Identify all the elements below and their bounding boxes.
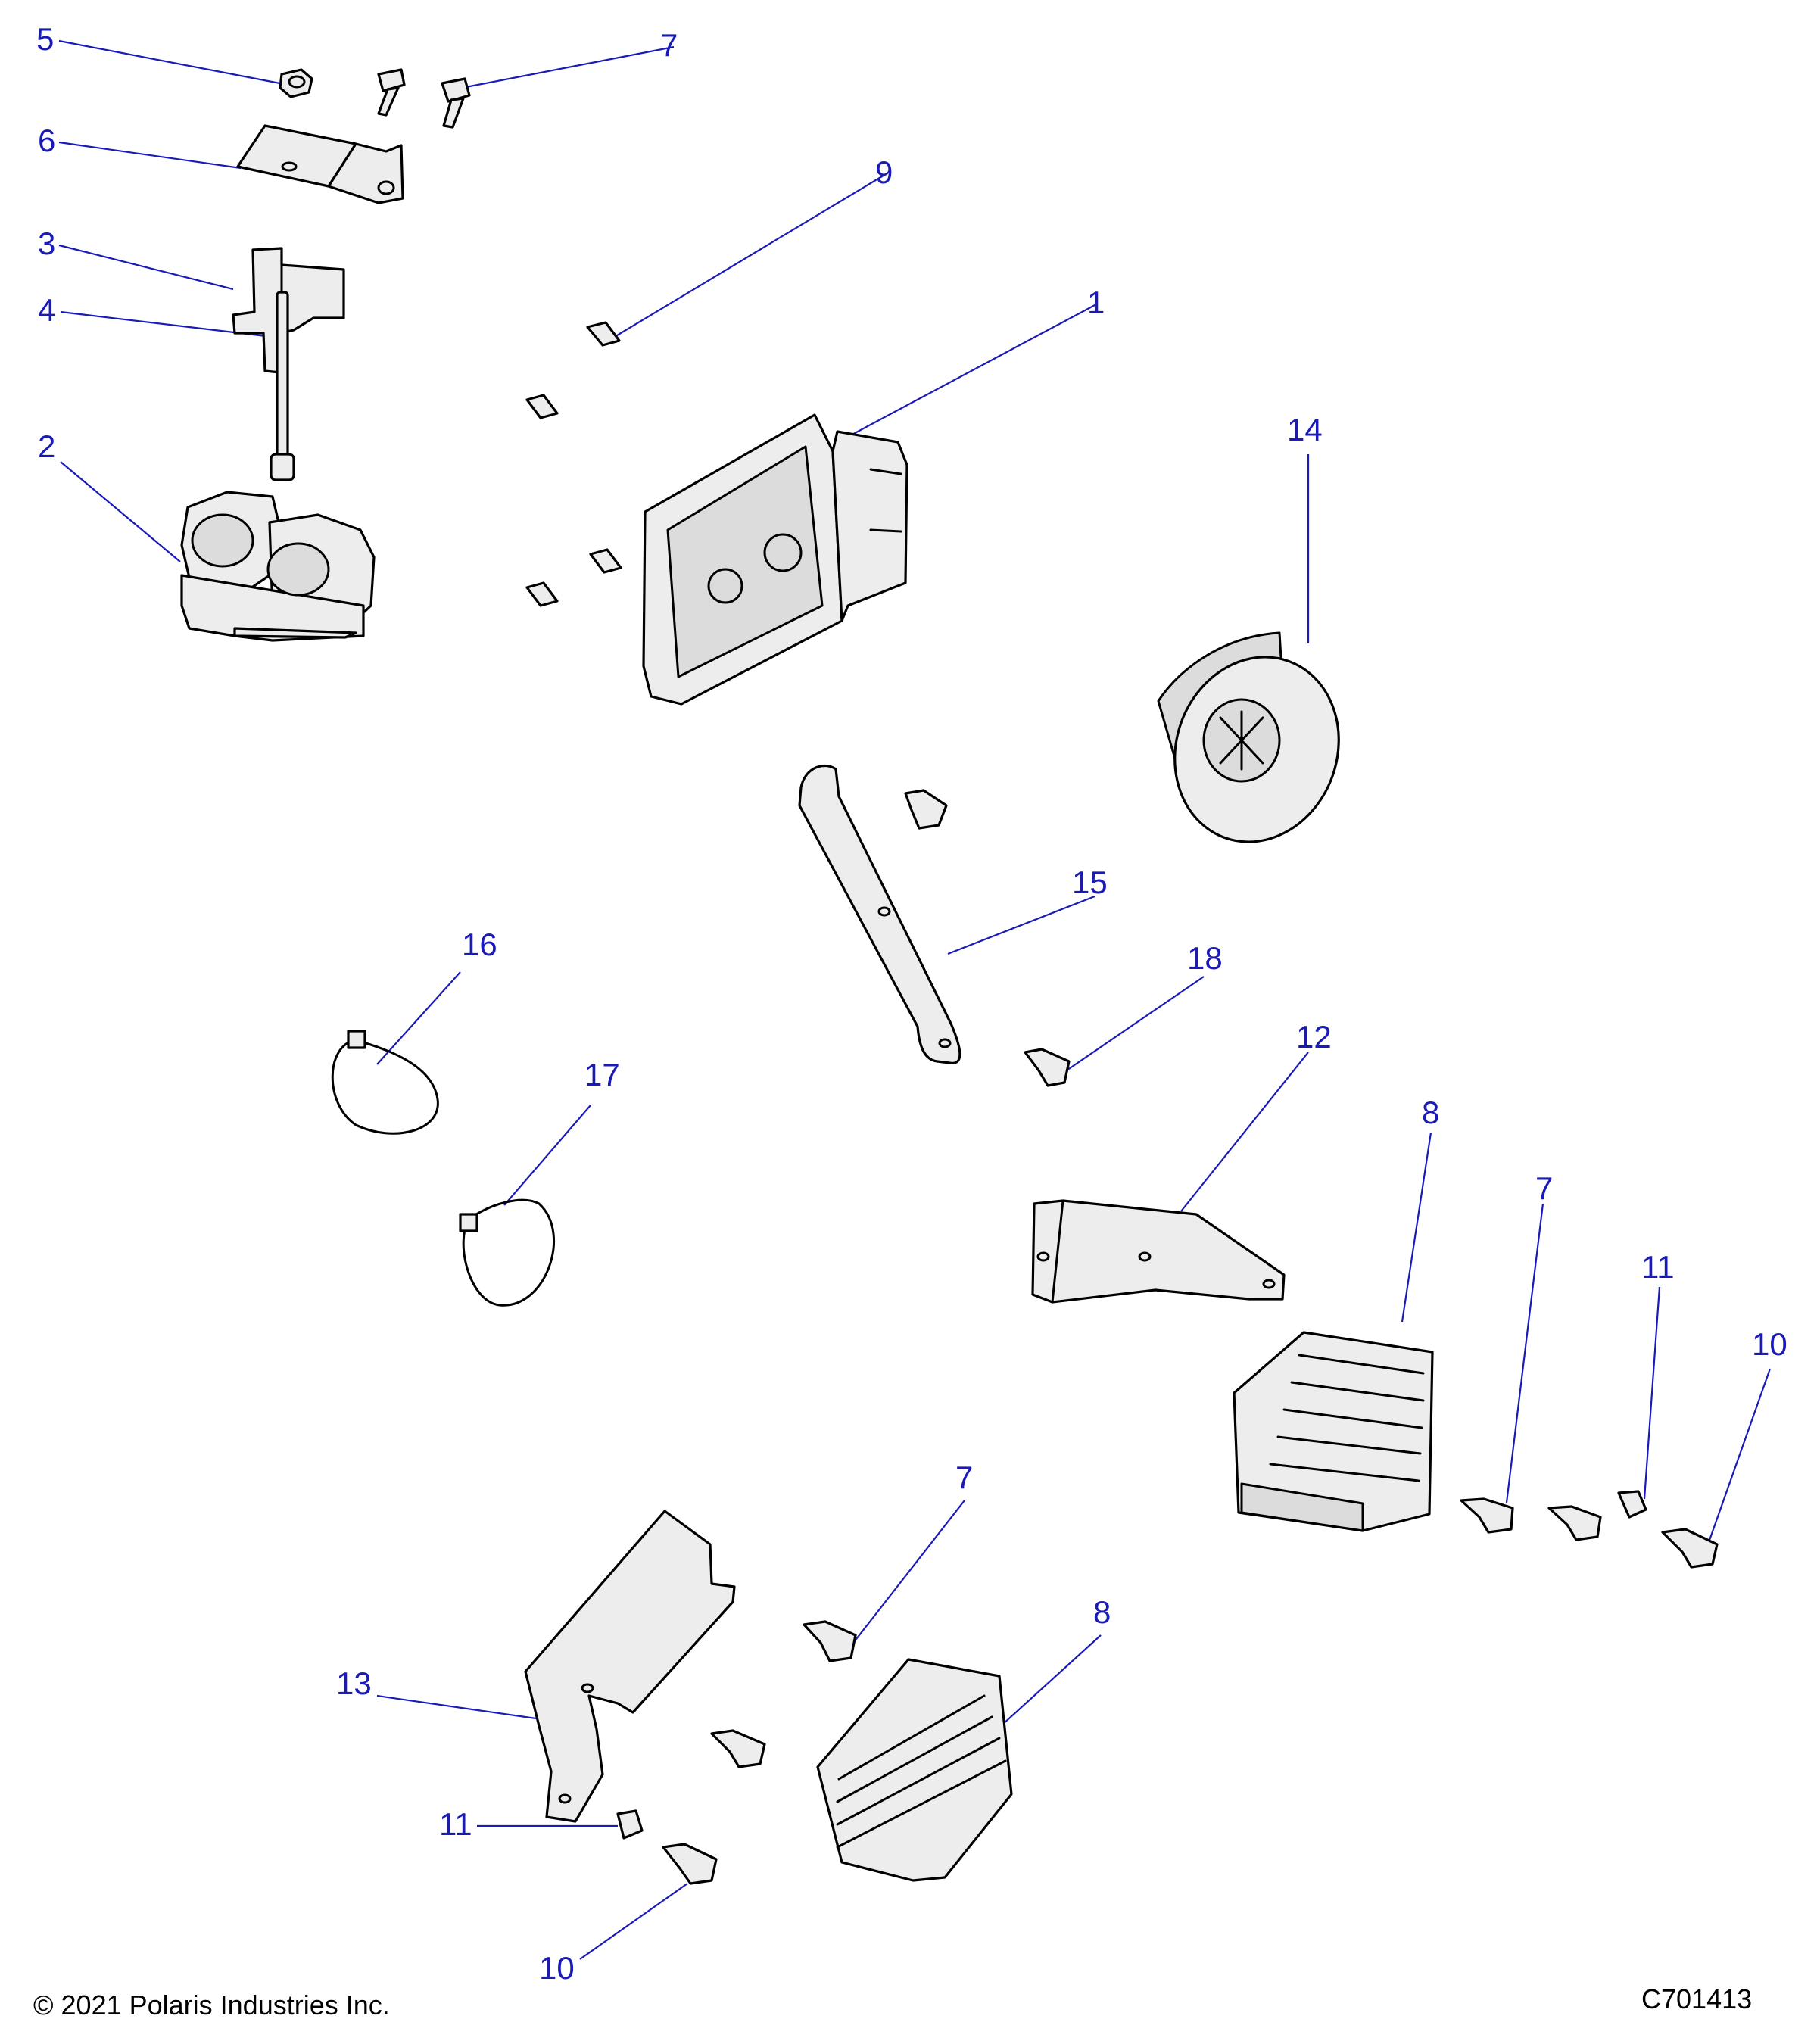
part-6-bracket — [236, 124, 404, 204]
part-13-bracket — [524, 1510, 736, 1823]
callout-8-lower: 8 — [1093, 1594, 1111, 1630]
callout-16: 16 — [462, 927, 497, 962]
part-17-cable-tie — [459, 1198, 556, 1307]
callout-7-right: 7 — [1535, 1170, 1553, 1206]
diagram-code: C701413 — [1641, 1983, 1753, 2014]
part-lower-hardware — [616, 1620, 857, 1885]
callout-10-right: 10 — [1752, 1326, 1787, 1362]
callout-1: 1 — [1087, 285, 1105, 320]
part-15-bracket — [798, 764, 961, 1064]
leader-lines — [58, 39, 1772, 1960]
callout-17: 17 — [584, 1057, 620, 1092]
callout-14: 14 — [1287, 412, 1323, 447]
callout-7-lower: 7 — [955, 1460, 973, 1495]
part-bolt-15 — [904, 789, 948, 830]
callout-18: 18 — [1187, 940, 1223, 976]
part-7-10-11-hardware-right — [1460, 1490, 1719, 1569]
part-8-regulator-lower — [816, 1658, 1013, 1882]
part-2-coil — [180, 491, 376, 642]
callout-8-upper: 8 — [1422, 1095, 1439, 1130]
callout-11-lower: 11 — [439, 1806, 472, 1842]
part-18-bolt — [1024, 1048, 1071, 1087]
part-4-screw — [270, 291, 295, 481]
callout-2: 2 — [38, 428, 55, 464]
callout-4: 4 — [38, 292, 55, 328]
copyright-text: © 2021 Polaris Industries Inc. — [33, 1989, 390, 2021]
part-5-nut — [279, 68, 313, 98]
part-1-ecu — [642, 413, 908, 706]
callout-11-right: 11 — [1641, 1249, 1675, 1285]
part-12-bracket — [1031, 1199, 1286, 1304]
part-9-bolts — [525, 321, 622, 607]
part-14-grommet — [1157, 631, 1340, 843]
callout-9: 9 — [875, 154, 893, 190]
callout-labels: 5 7 6 3 4 2 9 1 14 15 16 18 12 17 8 7 11… — [36, 21, 1787, 1986]
callout-15: 15 — [1072, 865, 1108, 900]
part-16-cable-tie — [331, 1030, 439, 1135]
callout-13: 13 — [336, 1665, 372, 1701]
callout-6: 6 — [38, 123, 55, 158]
part-8-regulator-upper — [1233, 1331, 1434, 1532]
part-7-bolts-top — [377, 68, 471, 129]
callout-12: 12 — [1296, 1019, 1332, 1055]
callout-10-lower: 10 — [539, 1950, 575, 1986]
callout-3: 3 — [38, 226, 55, 261]
callout-7-top: 7 — [660, 27, 678, 63]
callout-5: 5 — [36, 21, 54, 57]
